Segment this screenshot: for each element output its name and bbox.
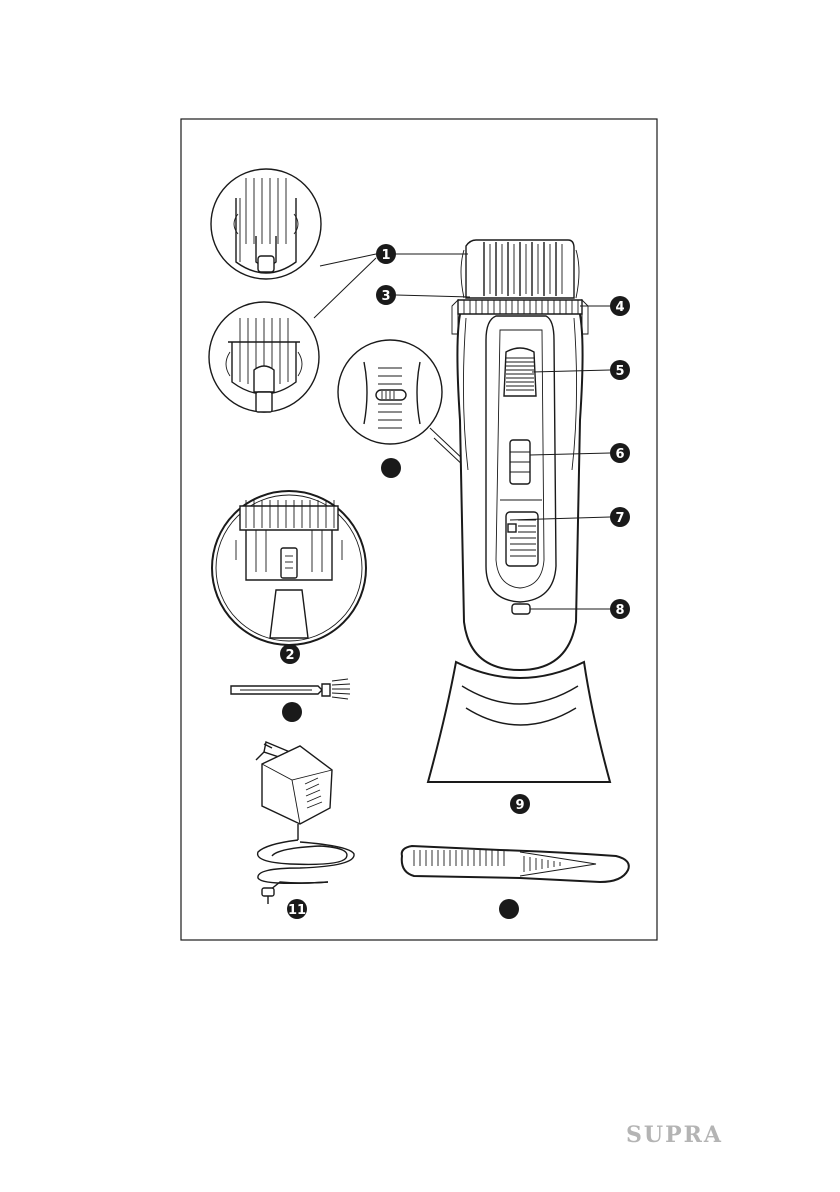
callout-badge-1: 1 <box>376 244 396 264</box>
callout-label-6: 6 <box>615 447 624 462</box>
comb-attachment-view-bottom <box>209 302 319 412</box>
callout-label-4: 4 <box>615 300 624 315</box>
lead-line-1-to-views <box>320 254 376 266</box>
callout-label-7: 7 <box>615 511 624 526</box>
callout-badge-13 <box>499 899 519 919</box>
brand-logo: SUPRA <box>626 1122 776 1152</box>
callout-label-8: 8 <box>615 603 624 618</box>
callout-badge-10 <box>381 458 401 478</box>
callout-badge-4: 4 <box>610 296 630 316</box>
callout-badge-8: 8 <box>610 599 630 619</box>
callout-label-5: 5 <box>615 364 624 379</box>
hair-comb <box>402 846 629 882</box>
comb-attachment-view-top <box>211 169 321 279</box>
lead-line-3 <box>396 295 470 297</box>
callout-badge-2: 2 <box>280 644 300 664</box>
callout-badge-3: 3 <box>376 285 396 305</box>
adjustable-comb-view <box>212 491 366 645</box>
charging-stand <box>428 662 610 782</box>
callout-badge-7: 7 <box>610 507 630 527</box>
power-adapter <box>256 742 354 904</box>
cleaning-brush <box>231 679 350 699</box>
hair-clipper-body <box>452 240 588 670</box>
length-scale-zoom-view <box>338 340 442 444</box>
callout-label-9: 9 <box>515 798 524 813</box>
callout-label-3: 3 <box>381 289 390 304</box>
callout-label-11: 11 <box>288 903 306 918</box>
callout-badge-9: 9 <box>510 794 530 814</box>
callout-badge-6: 6 <box>610 443 630 463</box>
callout-badge-11: 11 <box>287 899 307 919</box>
lead-line-1-to-views-lower <box>314 258 376 318</box>
callout-badge-5: 5 <box>610 360 630 380</box>
callout-label-2: 2 <box>285 648 294 663</box>
callout-label-1: 1 <box>381 248 390 263</box>
callout-badge-12 <box>282 702 302 722</box>
